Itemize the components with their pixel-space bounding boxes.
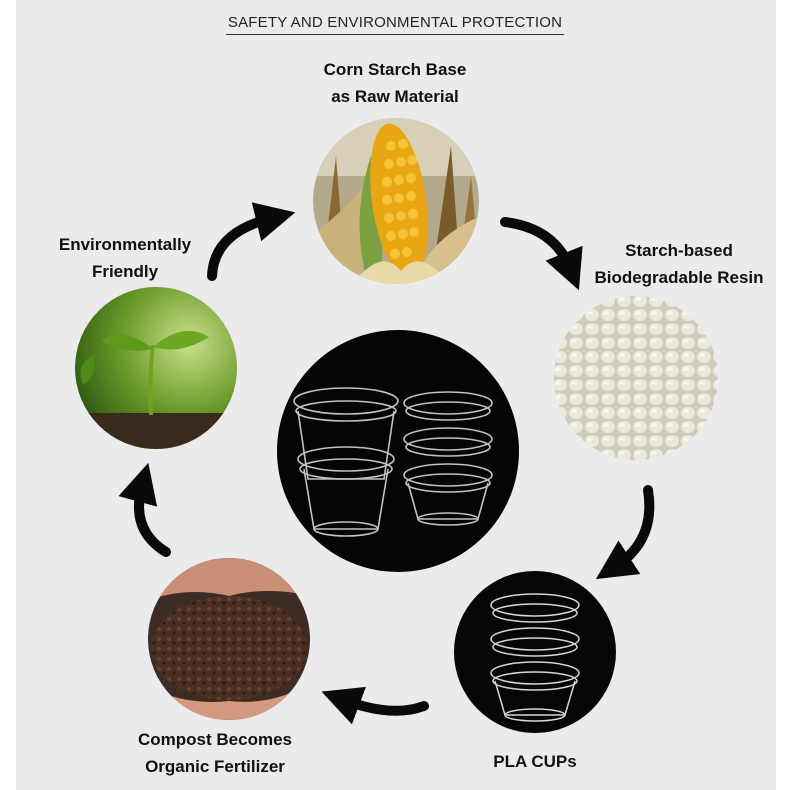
cycle-arrow-icon (139, 486, 166, 552)
cycle-arrow-icon (212, 218, 272, 276)
cycle-arrow-icon (344, 700, 424, 711)
cycle-arrow-icon (616, 490, 649, 566)
cycle-arrow-icon (505, 222, 570, 268)
